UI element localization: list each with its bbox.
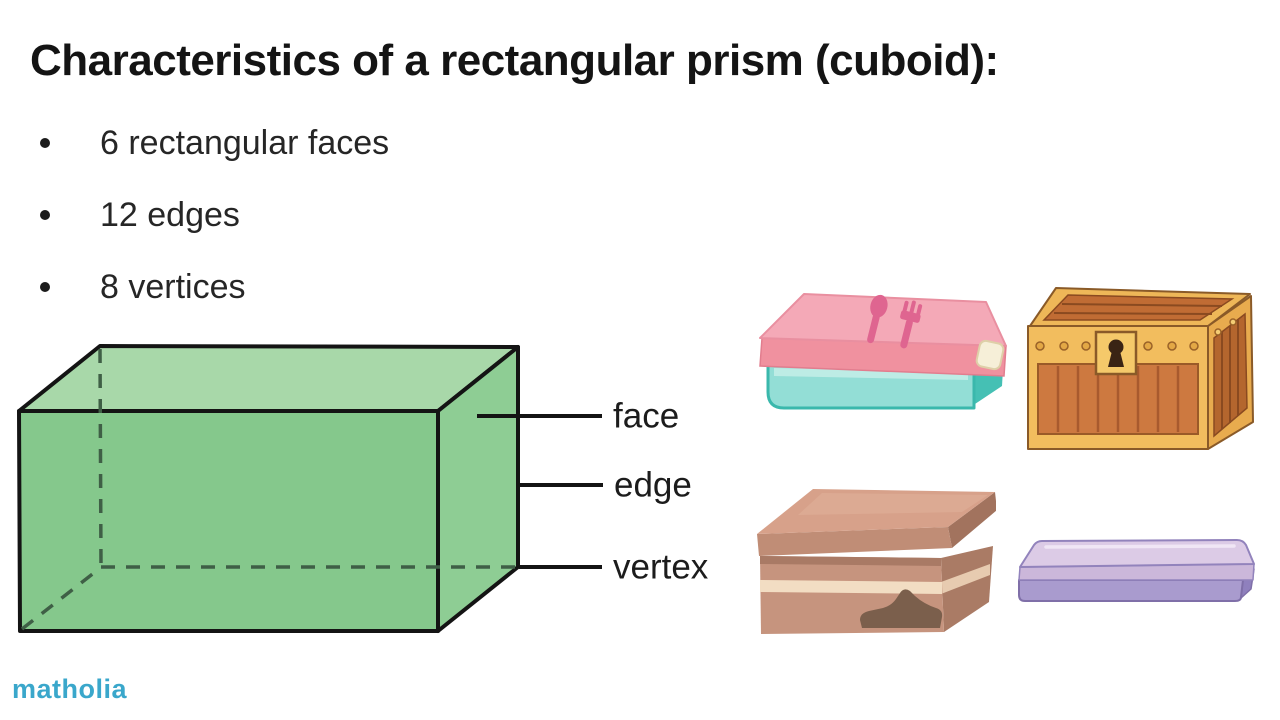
shoe-print xyxy=(860,589,943,628)
lunchbox-image xyxy=(759,293,1007,410)
page-title: Characteristics of a rectangular prism (… xyxy=(30,36,999,85)
cuboid-diagram: face edge vertex xyxy=(17,344,709,633)
chest-right-side xyxy=(1207,295,1254,450)
treasure-chest-image xyxy=(1027,287,1254,450)
face-label: face xyxy=(613,397,679,436)
bullet-dot xyxy=(40,138,50,148)
lunchbox-lid xyxy=(759,293,1007,377)
shoebox-image xyxy=(757,489,996,634)
chest-lid xyxy=(1029,287,1251,327)
bullet-label-faces: 6 rectangular faces xyxy=(100,123,390,162)
characteristics-list: 6 rectangular faces 12 edges 8 vertices xyxy=(30,120,389,336)
hidden-edges xyxy=(20,348,516,631)
cuboid-front-face xyxy=(17,409,440,633)
vertex-label: vertex xyxy=(613,548,709,587)
cuboid-top-face xyxy=(17,344,520,413)
hidden-edge-back-vertical xyxy=(98,348,103,568)
bullet-item-edges: 12 edges xyxy=(30,192,389,238)
shoebox-lid xyxy=(757,489,996,556)
lunchbox-latch xyxy=(975,339,1005,371)
matholia-logo: matholia xyxy=(12,674,128,704)
bullet-dot xyxy=(40,282,50,292)
cutlery-icon xyxy=(867,294,923,349)
leader-lines xyxy=(477,414,603,569)
pencil-case-image xyxy=(1018,539,1255,602)
bullet-item-faces: 6 rectangular faces xyxy=(30,120,389,166)
chest-front xyxy=(1027,325,1209,450)
bullet-dot xyxy=(40,210,50,220)
bullet-label-vertices: 8 vertices xyxy=(100,267,246,306)
chest-lock xyxy=(1094,330,1138,376)
shoebox-body xyxy=(760,546,993,634)
lunchbox-body xyxy=(766,352,1004,410)
bullet-label-edges: 12 edges xyxy=(100,195,240,234)
bullet-item-vertices: 8 vertices xyxy=(30,264,389,310)
pencil-case-lid xyxy=(1018,539,1255,581)
chest-rivets xyxy=(1035,341,1199,351)
hidden-edge-left-depth xyxy=(20,567,101,631)
edge-label: edge xyxy=(614,466,692,505)
